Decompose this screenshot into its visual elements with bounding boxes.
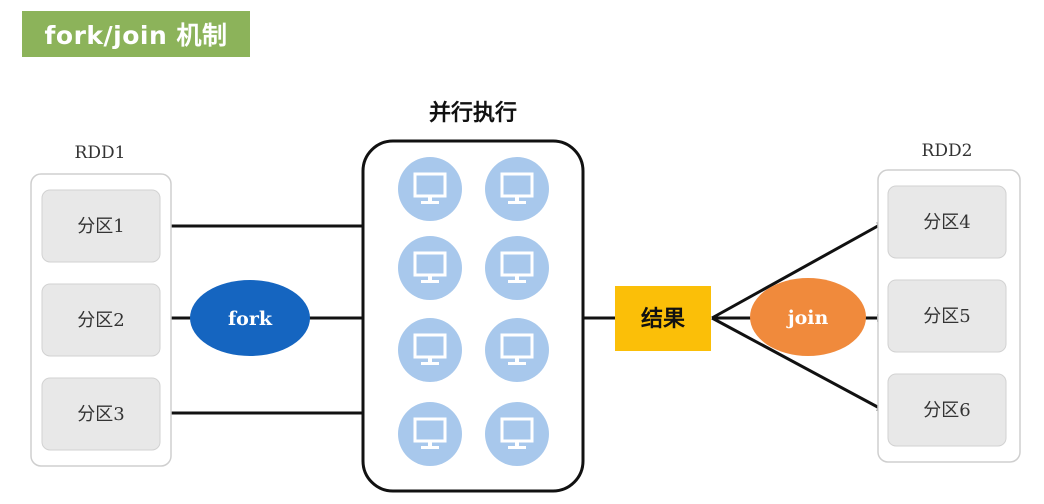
rdd2-partition-4: 分区4: [887, 185, 1007, 259]
rdd1-partition-3: 分区3: [41, 377, 161, 451]
connector-lines: [160, 220, 887, 415]
result-to-partition4-arrow: [711, 220, 887, 320]
fork-label: fork: [228, 308, 273, 330]
computer-node: [485, 402, 549, 466]
rdd1-partition-1: 分区1: [41, 189, 161, 263]
computer-node: [398, 402, 462, 466]
computer-node: [398, 157, 462, 221]
partition-box: [41, 377, 161, 451]
partition-label: 分区3: [77, 404, 124, 425]
computer-node: [485, 318, 549, 382]
result-to-partition6-arrow: [711, 316, 887, 413]
computer-node: [485, 236, 549, 300]
computer-node: [485, 157, 549, 221]
partition-box: [887, 373, 1007, 447]
rdd2-partition-6: 分区6: [887, 373, 1007, 447]
join-oval: [750, 278, 866, 356]
partition-label: 分区4: [923, 212, 970, 233]
join-label: join: [786, 307, 829, 329]
result-box: [615, 286, 711, 351]
fork-oval: [190, 280, 310, 356]
partition-label: 分区1: [77, 216, 124, 237]
result-label: 结果: [641, 306, 685, 332]
computer-node: [398, 236, 462, 300]
rdd2-partition-5: 分区5: [887, 279, 1007, 353]
partition-box: [41, 189, 161, 263]
rdd2-label: RDD2: [922, 141, 973, 161]
partition-label: 分区6: [923, 400, 970, 421]
partition-label: 分区5: [923, 306, 970, 327]
partition-box: [887, 279, 1007, 353]
partition-box: [41, 283, 161, 357]
partition-box: [887, 185, 1007, 259]
parallel-title: 并行执行: [429, 100, 517, 126]
parallel-execution-box: [361, 139, 585, 493]
page-title: fork/join 机制: [22, 11, 250, 57]
rdd1-partition-2: 分区2: [41, 283, 161, 357]
rdd1-label: RDD1: [75, 143, 126, 163]
computer-node: [398, 318, 462, 382]
partition-label: 分区2: [77, 310, 124, 331]
